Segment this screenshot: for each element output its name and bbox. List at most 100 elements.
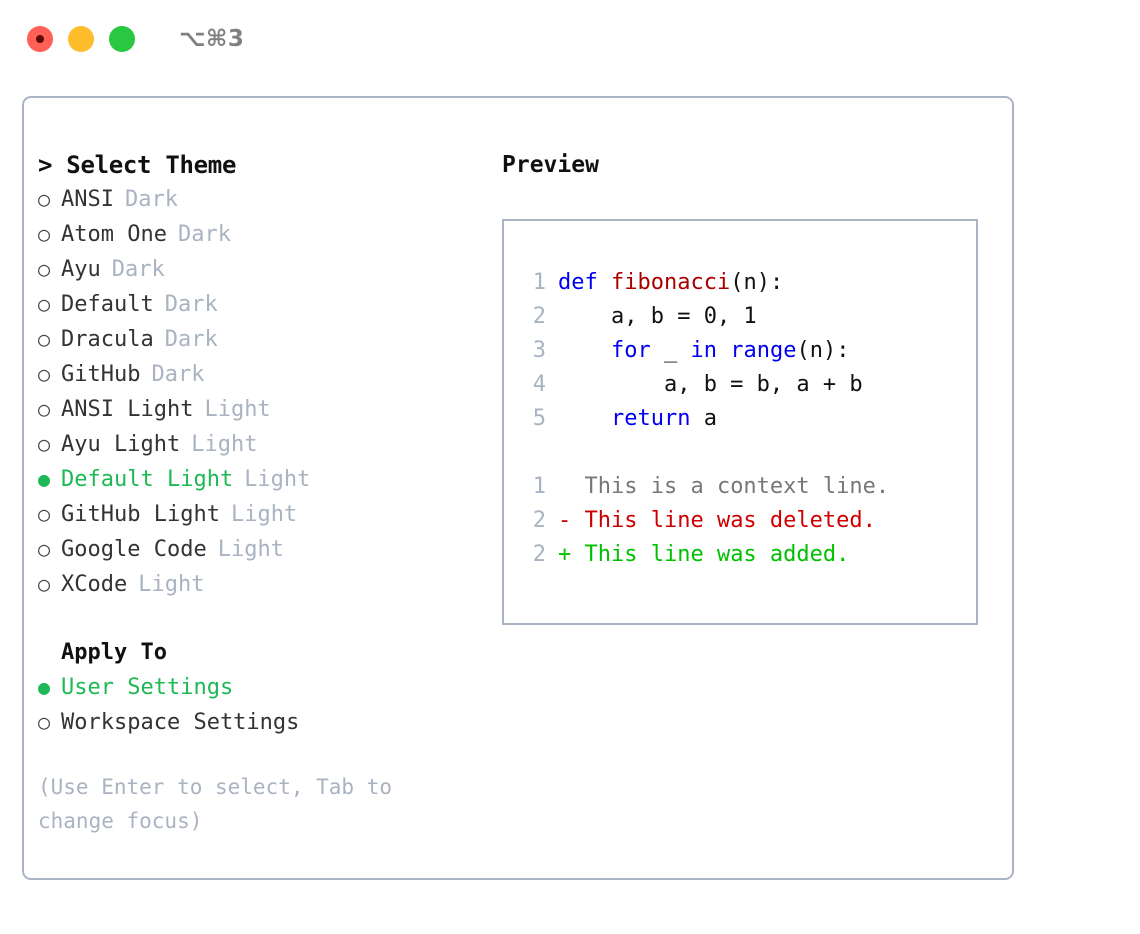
diff-line-number: 2: [532, 508, 546, 533]
radio-unselected-icon[interactable]: ○: [38, 362, 51, 386]
code-token: return: [610, 406, 691, 431]
theme-label: Default Light: [61, 467, 234, 492]
code-line-number: 2: [532, 304, 546, 329]
radio-unselected-icon[interactable]: ○: [38, 257, 51, 281]
theme-item[interactable]: ○ Ayu Dark: [38, 252, 478, 287]
theme-kind-badge: Light: [191, 432, 258, 457]
window-titlebar: ⌥⌘3: [0, 0, 1140, 78]
theme-kind-badge: Light: [217, 537, 284, 562]
theme-kind-badge: Light: [230, 502, 298, 527]
radio-unselected-icon[interactable]: ○: [38, 572, 51, 596]
theme-label: Ayu Light: [61, 432, 181, 457]
code-token: _: [650, 338, 691, 363]
diff-sample: 1 This is a context line.2- This line wa…: [518, 470, 976, 572]
code-token: for: [610, 338, 651, 363]
apply-to-item[interactable]: ○ Workspace Settings: [38, 705, 478, 740]
radio-unselected-icon[interactable]: ○: [38, 397, 51, 421]
apply-to-list: ● User Settings ○ Workspace Settings: [38, 670, 478, 740]
keyboard-hint-text: (Use Enter to select, Tab to change focu…: [38, 775, 405, 833]
code-line: 1 def fibonacci(n):: [518, 266, 976, 300]
theme-kind-badge: Dark: [177, 222, 231, 247]
theme-kind-badge: Light: [138, 572, 205, 597]
theme-kind-badge: Dark: [164, 327, 218, 352]
theme-item[interactable]: ○ Default Dark: [38, 287, 478, 322]
diff-marker: +: [558, 542, 572, 567]
theme-label: GitHub: [61, 362, 141, 387]
apply-to-label: Workspace Settings: [61, 710, 300, 735]
theme-item[interactable]: ○ Google Code Light: [38, 532, 478, 567]
theme-label: ANSI: [61, 187, 114, 212]
theme-kind-badge: Dark: [111, 257, 165, 282]
code-token: def: [558, 270, 611, 295]
code-token: a: [690, 406, 717, 431]
maximize-button[interactable]: [109, 26, 135, 52]
diff-line-number: 1: [532, 474, 546, 499]
diff-line: 2 + This line was added.: [518, 538, 976, 572]
theme-label: Dracula: [61, 327, 154, 352]
code-line-number: 1: [532, 270, 546, 295]
theme-item[interactable]: ○ XCode Light: [38, 567, 478, 602]
diff-line-content: This line was added.: [571, 542, 850, 567]
code-line: 4 a, b = b, a + b: [518, 368, 976, 402]
code-line-content: a, b = b, a + b: [558, 368, 863, 402]
minimize-button[interactable]: [68, 26, 94, 52]
theme-label: ANSI Light: [61, 397, 194, 422]
theme-label: Ayu: [61, 257, 101, 282]
radio-unselected-icon[interactable]: ○: [38, 327, 51, 351]
close-button[interactable]: [27, 26, 53, 52]
diff-line-content: This line was deleted.: [571, 508, 876, 533]
diff-line-number: 2: [532, 542, 546, 567]
radio-unselected-icon[interactable]: ○: [38, 710, 51, 734]
code-line-number: 4: [532, 372, 546, 397]
diff-line-content: This is a context line.: [571, 474, 890, 499]
code-line-number: 5: [532, 406, 546, 431]
preview-heading: Preview: [502, 152, 599, 178]
radio-selected-icon[interactable]: ●: [38, 675, 51, 699]
theme-item[interactable]: ○ Ayu Light Light: [38, 427, 478, 462]
code-line-content: a, b = 0, 1: [558, 300, 757, 334]
theme-label: GitHub Light: [61, 502, 220, 527]
diff-line: 1 This is a context line.: [518, 470, 976, 504]
apply-to-section: Apply To ● User Settings ○ Workspace Settin…: [38, 636, 478, 740]
code-line-content: def fibonacci(n):: [558, 266, 783, 300]
radio-unselected-icon[interactable]: ○: [38, 502, 51, 526]
radio-unselected-icon[interactable]: ○: [38, 537, 51, 561]
theme-item[interactable]: ○ Dracula Dark: [38, 322, 478, 357]
diff-line: 2- This line was deleted.: [518, 504, 976, 538]
radio-selected-icon[interactable]: ●: [38, 467, 51, 491]
theme-item[interactable]: ○ GitHub Light Light: [38, 497, 478, 532]
theme-kind-badge: Dark: [164, 292, 218, 317]
code-token: (n):: [796, 338, 850, 363]
radio-unselected-icon[interactable]: ○: [38, 292, 51, 316]
theme-label: Google Code: [61, 537, 207, 562]
preview-spacer: [518, 436, 976, 470]
apply-to-item[interactable]: ● User Settings: [38, 670, 478, 705]
theme-item[interactable]: ○ ANSI Light Light: [38, 392, 478, 427]
radio-unselected-icon[interactable]: ○: [38, 432, 51, 456]
theme-item[interactable]: ○ ANSI Dark: [38, 182, 478, 217]
apply-to-heading: Apply To: [61, 640, 167, 665]
radio-unselected-icon[interactable]: ○: [38, 222, 51, 246]
apply-to-label: User Settings: [61, 675, 234, 700]
theme-kind-badge: Light: [204, 397, 271, 422]
theme-label: Default: [61, 292, 154, 317]
code-line: 2 a, b = 0, 1: [518, 300, 976, 334]
keyboard-shortcut-label: ⌥⌘3: [179, 26, 245, 52]
code-token: a, b = 0, 1: [558, 304, 757, 329]
radio-unselected-icon[interactable]: ○: [38, 187, 51, 211]
code-line-content: return a: [558, 402, 717, 436]
select-theme-heading: > Select Theme: [38, 151, 237, 179]
theme-kind-badge: Dark: [124, 187, 178, 212]
code-token: (n):: [730, 270, 784, 295]
diff-marker: [558, 470, 571, 504]
theme-label: XCode: [61, 572, 128, 597]
diff-marker: -: [558, 508, 572, 533]
